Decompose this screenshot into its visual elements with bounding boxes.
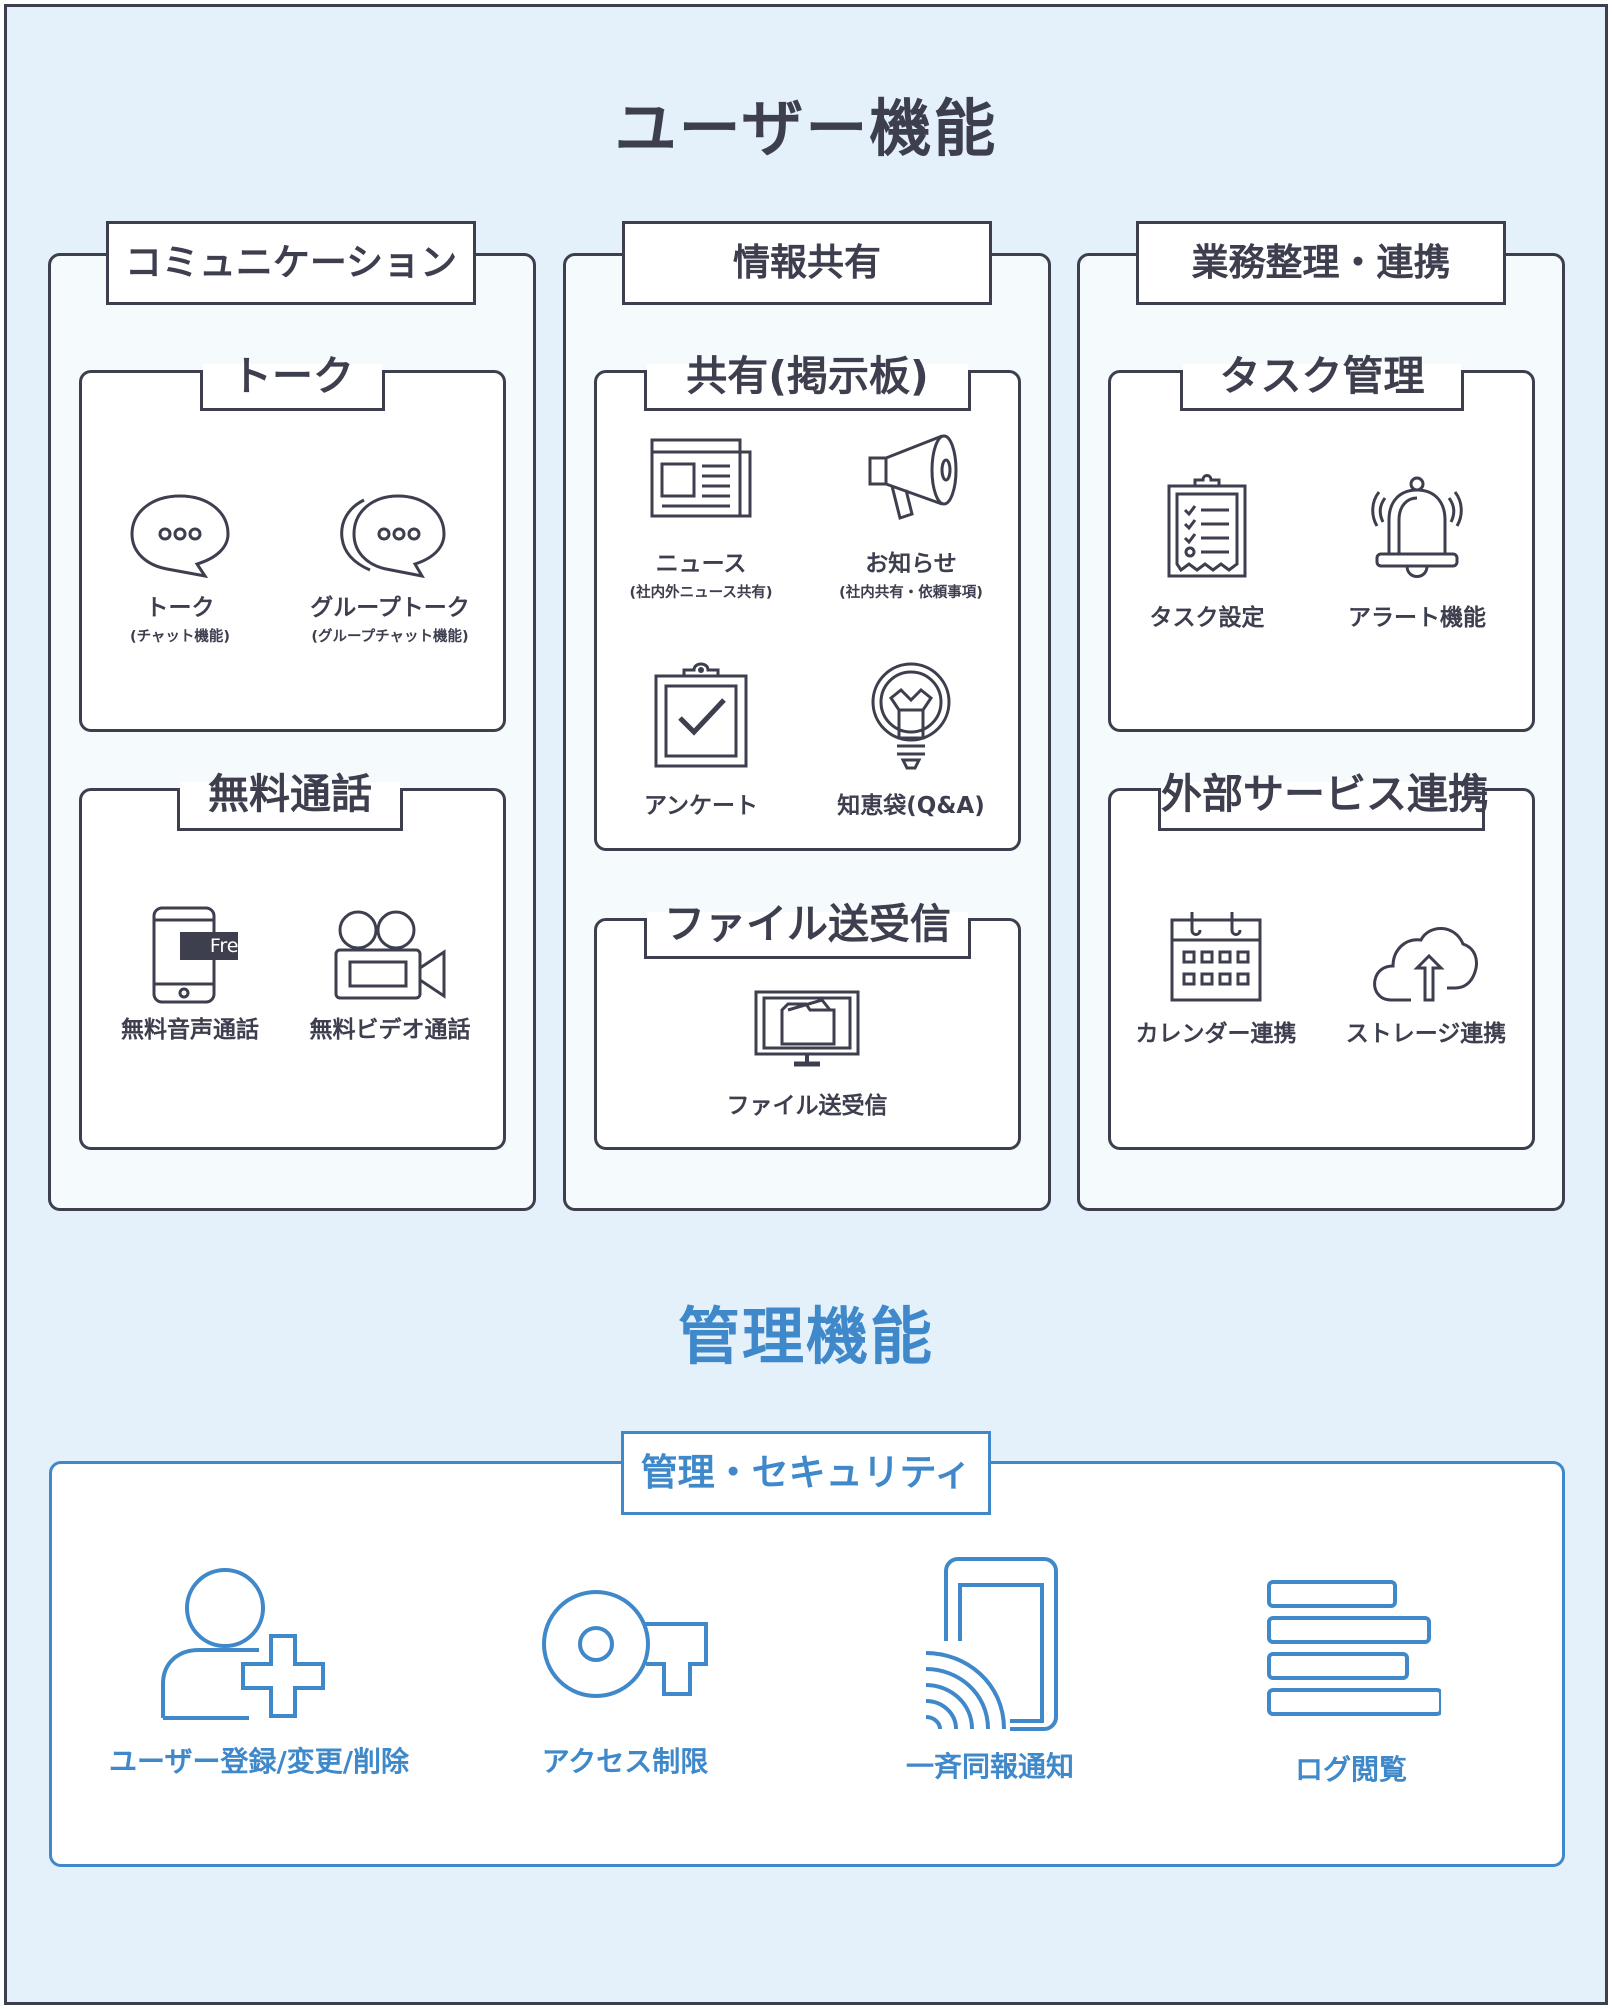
video-camera-icon [334, 910, 446, 1000]
notice-label: お知らせ [865, 551, 957, 577]
clipboard-check-icon [654, 662, 748, 768]
broadcast-notice-item[interactable]: 一斉同報通知 [855, 1555, 1125, 1785]
megaphone-icon [868, 434, 958, 520]
group-talk-item[interactable]: グループトーク (グループチャット機能) [290, 490, 490, 646]
free-voice-call-label: 無料音声通話 [121, 1017, 259, 1043]
notice-sublabel: (社内共有・依頼事項) [839, 585, 983, 601]
info-sharing-tab: 情報共有 [622, 221, 992, 305]
file-transfer-label: ファイル送受信 [726, 1093, 888, 1119]
storage-integration-label: ストレージ連携 [1345, 1021, 1507, 1047]
qa-item[interactable]: 知恵袋(Q&A) [816, 660, 1006, 820]
free-call-box [79, 788, 506, 1150]
cloud-upload-icon [1373, 927, 1478, 1002]
survey-label: アンケート [643, 793, 759, 819]
speech-bubble-icon [130, 494, 230, 579]
external-service-box-title: 外部サービス連携 [1158, 770, 1489, 831]
communication-tab: コミュニケーション [106, 221, 476, 305]
free-video-call-label: 無料ビデオ通話 [309, 1017, 471, 1043]
file-transfer-item[interactable]: ファイル送受信 [707, 988, 907, 1120]
news-label: ニュース [655, 551, 747, 577]
task-setting-item[interactable]: タスク設定 [1117, 472, 1297, 632]
log-view-item[interactable]: ログ閲覧 [1216, 1578, 1486, 1788]
file-transfer-box-title: ファイル送受信 [644, 900, 971, 959]
free-voice-call-item[interactable]: Free 無料音声通話 [100, 904, 280, 1044]
bell-icon [1371, 476, 1463, 578]
smartphone-icon [152, 906, 238, 1004]
sharing-board-box-title: 共有(掲示板) [644, 352, 971, 411]
broadcast-device-icon [920, 1557, 1058, 1733]
notice-item[interactable]: お知らせ (社内共有・依頼事項) [816, 428, 1006, 602]
news-sublabel: (社内外ニュース共有) [629, 585, 773, 601]
monitor-folder-icon [754, 990, 860, 1067]
newspaper-icon [650, 438, 752, 518]
admin-security-tab: 管理・セキュリティ [621, 1431, 991, 1515]
task-box-title: タスク管理 [1180, 352, 1464, 411]
free-video-call-item[interactable]: 無料ビデオ通話 [300, 904, 480, 1044]
task-box [1108, 370, 1535, 732]
talk-box [79, 370, 506, 732]
task-integration-tab: 業務整理・連携 [1136, 221, 1506, 305]
log-list-icon [1267, 1580, 1441, 1716]
calendar-icon [1170, 912, 1262, 1002]
admin-section-title: 管理機能 [677, 1300, 934, 1373]
group-talk-label: グループトーク [310, 595, 470, 621]
lightbulb-icon [871, 662, 951, 770]
calendar-integration-item[interactable]: カレンダー連携 [1121, 908, 1311, 1048]
user-section-title: ユーザー機能 [614, 92, 998, 165]
alert-item[interactable]: アラート機能 [1327, 472, 1507, 632]
user-management-label: ユーザー登録/変更/削除 [109, 1745, 409, 1778]
group-talk-sublabel: (グループチャット機能) [311, 629, 469, 645]
group-speech-bubbles-icon [340, 494, 446, 579]
key-icon [542, 1590, 708, 1698]
user-add-icon [161, 1568, 325, 1720]
free-badge: Free [209, 935, 251, 957]
talk-sublabel: (チャット機能) [129, 629, 231, 645]
alert-label: アラート機能 [1348, 605, 1486, 631]
access-restriction-item[interactable]: アクセス制限 [490, 1566, 760, 1780]
talk-box-title: トーク [200, 352, 385, 411]
qa-label: 知恵袋(Q&A) [837, 793, 985, 819]
task-setting-label: タスク設定 [1149, 605, 1265, 631]
survey-item[interactable]: アンケート [606, 660, 796, 820]
talk-label: トーク [145, 595, 215, 621]
access-restriction-label: アクセス制限 [541, 1745, 709, 1778]
checklist-icon [1167, 474, 1247, 578]
storage-integration-item[interactable]: ストレージ連携 [1331, 908, 1521, 1048]
calendar-integration-label: カレンダー連携 [1135, 1021, 1297, 1047]
free-call-box-title: 無料通話 [177, 770, 403, 831]
sharing-board-box [594, 370, 1021, 851]
log-view-label: ログ閲覧 [1294, 1753, 1407, 1786]
news-item[interactable]: ニュース (社内外ニュース共有) [606, 432, 796, 602]
broadcast-notice-label: 一斉同報通知 [905, 1750, 1074, 1783]
talk-item[interactable]: トーク (チャット機能) [90, 490, 270, 646]
user-management-item[interactable]: ユーザー登録/変更/削除 [99, 1566, 419, 1780]
